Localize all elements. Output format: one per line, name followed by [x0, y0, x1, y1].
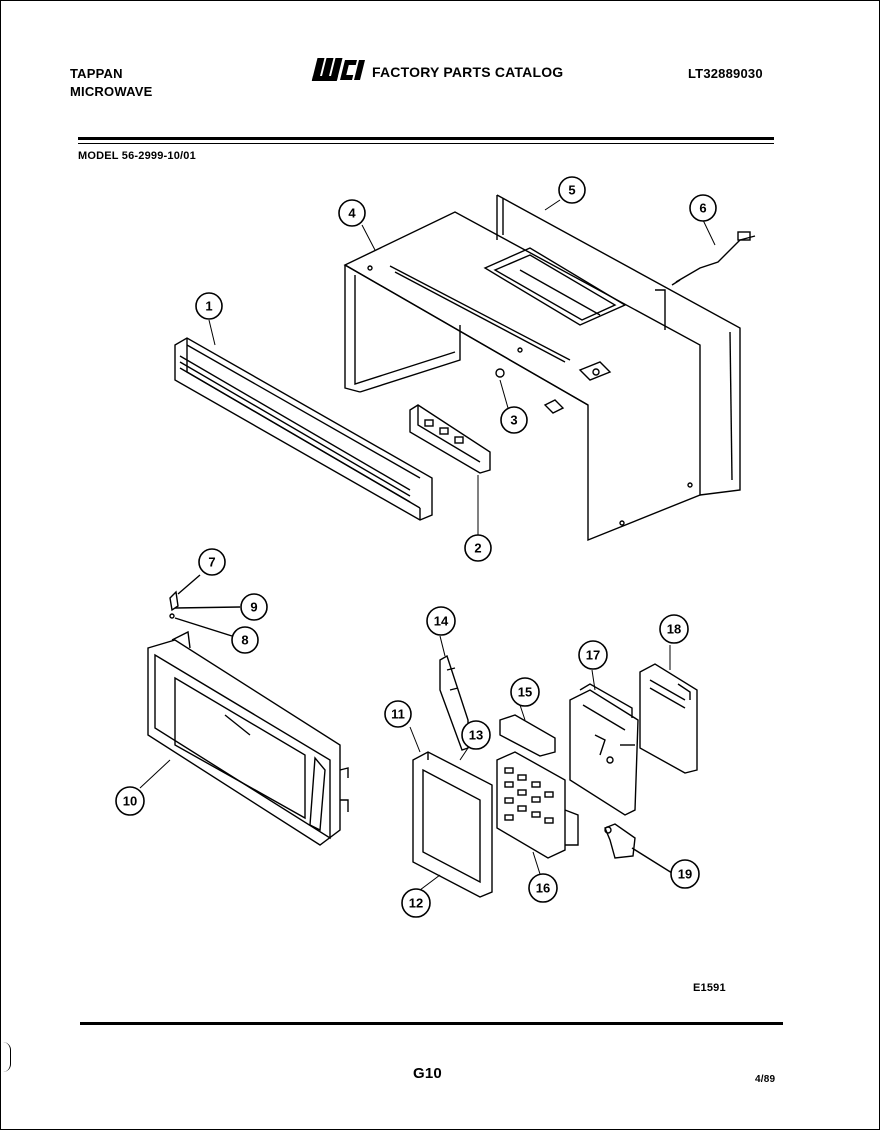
vent-grille [174, 337, 433, 521]
callout-2: 2 [474, 541, 481, 556]
callout-6: 6 [699, 201, 706, 216]
callout-circles [115, 176, 717, 918]
callout-3: 3 [510, 413, 517, 428]
callout-16: 16 [536, 881, 550, 896]
board-cover [639, 663, 698, 774]
callout-14: 14 [434, 614, 449, 629]
header-rule-thick [78, 137, 774, 140]
cabinet-outer-case [343, 211, 701, 542]
fastener-part [495, 368, 565, 414]
callout-12: 12 [409, 896, 423, 911]
door-assembly [147, 630, 349, 846]
control-bracket [409, 404, 491, 474]
print-date: 4/89 [755, 1074, 776, 1085]
door-switch [604, 823, 673, 874]
overlay-label [499, 714, 556, 757]
document-number: LT32889030 [688, 66, 763, 81]
figure-id: E1591 [693, 982, 726, 994]
leader-lines [139, 199, 716, 891]
door-frame [412, 751, 493, 898]
callout-13: 13 [469, 728, 483, 743]
hinge-parts [169, 574, 241, 637]
callout-15: 15 [518, 685, 532, 700]
callout-9: 9 [250, 600, 257, 615]
power-cord [671, 231, 756, 286]
brand-line-2: MICROWAVE [70, 84, 153, 99]
callout-18: 18 [667, 622, 681, 637]
callout-19: 19 [678, 867, 692, 882]
header-rule-thin [78, 143, 774, 144]
callout-5: 5 [568, 183, 575, 198]
footer-rule [80, 1022, 783, 1025]
callout-17: 17 [586, 648, 600, 663]
catalog-title: FACTORY PARTS CATALOG [372, 64, 564, 80]
callout-4: 4 [348, 206, 356, 221]
callout-7: 7 [208, 555, 215, 570]
callout-8: 8 [241, 633, 248, 648]
callout-10: 10 [123, 794, 137, 809]
callout-1: 1 [205, 299, 212, 314]
binder-clip-mark [0, 1042, 11, 1072]
brand-line-1: TAPPAN [70, 66, 123, 81]
callout-11: 11 [391, 707, 405, 722]
wci-logo [311, 58, 366, 81]
page-number: G10 [413, 1065, 442, 1082]
cabinet-back-plate [483, 194, 741, 496]
control-board [569, 683, 639, 816]
control-keypad [496, 751, 579, 859]
model-number: MODEL 56-2999-10/01 [78, 150, 196, 162]
